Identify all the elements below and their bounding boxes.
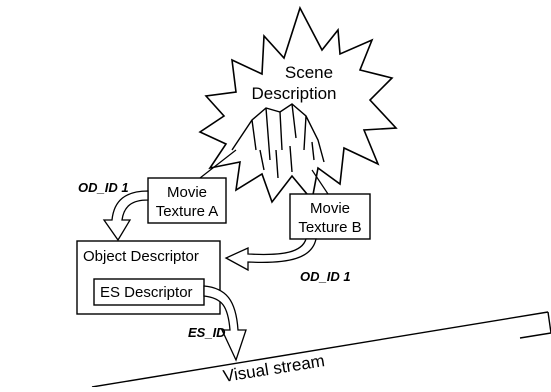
- movie-texture-b-line1: Movie: [310, 200, 350, 217]
- object-descriptor-label: Object Descriptor: [83, 248, 199, 265]
- es-id-label: ES_ID: [188, 325, 226, 340]
- movie-texture-b-line2: Texture B: [298, 219, 361, 236]
- movie-texture-a-line1: Movie: [167, 184, 207, 201]
- od-id-label-a: OD_ID 1: [78, 180, 129, 195]
- scene-to-texture-b-line: [311, 169, 329, 195]
- movie-texture-b-box: [289, 193, 371, 240]
- mountain-icon: [231, 103, 325, 179]
- movie-texture-a-line2: Texture A: [156, 203, 219, 220]
- od-id-arrow-b: [224, 238, 317, 272]
- movie-texture-a-box: [147, 177, 227, 224]
- od-id-label-b: OD_ID 1: [300, 269, 351, 284]
- visual-stream-band: [91, 311, 551, 388]
- es-id-arrow: [203, 285, 247, 362]
- scene-to-texture-a-line: [199, 149, 237, 179]
- scene-title-line1: Scene: [285, 63, 333, 82]
- es-descriptor-label: ES Descriptor: [100, 284, 193, 301]
- od-id-arrow-a: [102, 190, 149, 242]
- scene-title-line2: Description: [251, 84, 336, 103]
- scene-description-starburst: [198, 5, 398, 204]
- es-descriptor-box: [93, 278, 205, 306]
